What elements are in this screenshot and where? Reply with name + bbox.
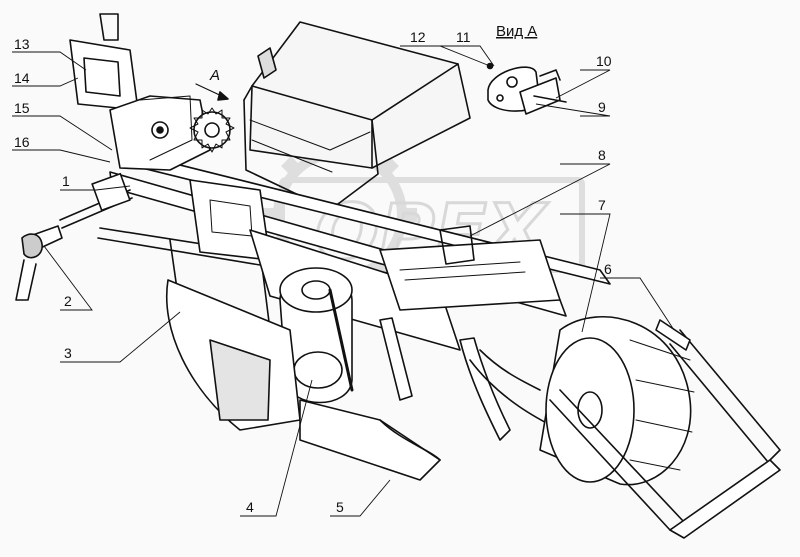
rear-handle-frame [549,319,781,539]
callout-12: 12 [410,29,426,45]
callout-4: 4 [246,499,254,515]
callout-9: 9 [598,99,606,115]
callout-14: 14 [14,70,30,86]
leader-lines [12,45,675,517]
view-a-label: Вид А [496,23,537,40]
callout-11: 11 [456,29,471,45]
spring-arms [379,317,561,441]
drive-housing [189,179,561,351]
callout-10: 10 [596,53,612,69]
machine-drawing [15,13,781,539]
arrow-a-label: А [209,67,220,84]
callout-6: 6 [604,261,612,277]
callout-labels: 13 14 15 16 1 2 3 4 5 6 7 8 9 10 11 12 [14,29,612,515]
callout-5: 5 [336,499,344,515]
view-direction-arrow [195,83,229,101]
callout-1: 1 [62,173,70,189]
callout-2: 2 [64,293,72,309]
view-a-detail [486,62,567,115]
callout-8: 8 [598,147,606,163]
callout-7: 7 [598,197,606,213]
drive-shaft [15,172,133,301]
callout-3: 3 [64,345,72,361]
front-bracket [69,13,211,171]
callout-13: 13 [14,36,30,52]
callout-16: 16 [14,134,30,150]
star-wheel [189,107,235,153]
press-wheel [539,316,695,486]
seed-hopper [243,21,471,211]
furrow-opener [166,279,441,481]
callout-15: 15 [14,100,30,116]
